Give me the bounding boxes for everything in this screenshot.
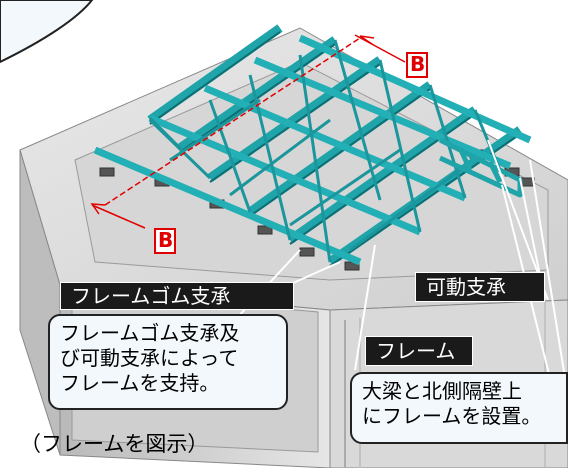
frame-label: フレーム	[365, 336, 473, 366]
section-mark-box-bottom	[154, 228, 176, 254]
figure-caption: （フレームを図示）	[20, 432, 209, 456]
speech-bubble-tail	[0, 0, 94, 64]
end-frame	[438, 137, 523, 198]
section-mark-bottom: B	[158, 228, 174, 252]
section-mark-box-top	[406, 52, 428, 78]
movable-bearing-label: 可動支承	[415, 272, 545, 302]
steel-frame	[93, 24, 532, 267]
install-callout: 大梁と北側隔壁上 にフレームを設置。	[350, 372, 568, 444]
section-mark-top: B	[410, 52, 426, 76]
rubber-bearing-label: フレームゴム支承	[60, 282, 294, 310]
section-line-b	[90, 34, 406, 229]
support-callout: フレームゴム支承及 び可動支承によって フレームを支持。	[48, 314, 288, 410]
diagonal-bracing	[148, 39, 502, 263]
